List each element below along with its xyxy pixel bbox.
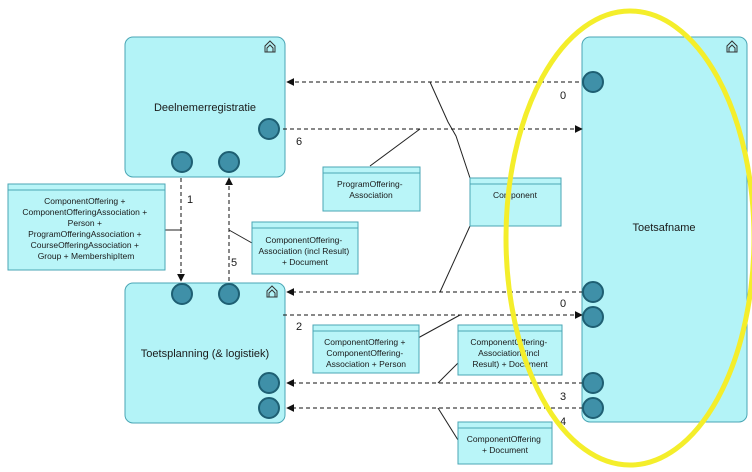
svg-text:ProgramOffering- Associa: ProgramOffering- Association xyxy=(337,179,405,200)
note-line: Association xyxy=(349,190,393,200)
interface-port xyxy=(258,118,280,140)
flow-numbers: 0 6 1 5 0 2 3 4 xyxy=(187,90,566,428)
note-left-list[interactable]: ComponentOffering + ComponentOfferingAss… xyxy=(7,183,166,271)
flow-number: 4 xyxy=(560,416,566,428)
svg-text:ComponentOffering- Assoc: ComponentOffering- Association (incl Res… xyxy=(470,337,549,369)
highlight-ellipse xyxy=(503,8,752,468)
interface-port xyxy=(171,283,193,305)
interface-port xyxy=(218,151,240,173)
svg-text:ComponentOffering- Assoc: ComponentOffering- Association (incl Res… xyxy=(258,235,351,267)
interface-port xyxy=(171,151,193,173)
interface-port xyxy=(582,71,604,93)
note-line: + Document xyxy=(482,445,529,455)
note-line: ProgramOfferingAssociation + xyxy=(28,229,142,239)
note-line: Result) + Document xyxy=(472,359,548,369)
interface-port xyxy=(582,397,604,419)
note-line: ProgramOffering- xyxy=(337,179,403,189)
flow-number: 3 xyxy=(560,391,566,403)
interface-port xyxy=(582,306,604,328)
note-line: ComponentOffering xyxy=(467,434,541,444)
note-line: ComponentOffering- xyxy=(265,235,342,245)
flow-number: 1 xyxy=(187,194,193,206)
note-component[interactable]: Component xyxy=(469,177,562,227)
interface-port xyxy=(258,372,280,394)
note-offering-result[interactable]: ComponentOffering- Association (incl Res… xyxy=(251,221,359,275)
interface-port xyxy=(582,281,604,303)
component-icon xyxy=(264,40,276,53)
svg-text:ComponentOffering + Comp: ComponentOffering + ComponentOfferingAss… xyxy=(22,196,149,261)
flow-number: 6 xyxy=(296,136,302,148)
component-icon xyxy=(726,40,738,53)
svg-text:ComponentOffering + Comp: ComponentOffering + ComponentOffering- A… xyxy=(324,337,408,369)
note-line: ComponentOffering + xyxy=(324,337,405,347)
note-program-offering[interactable]: ProgramOffering- Association xyxy=(322,166,421,212)
interface-port xyxy=(582,372,604,394)
component-toetsplanning[interactable]: Toetsplanning (& logistiek) xyxy=(124,282,286,424)
note-line: Group + MembershipItem xyxy=(38,251,135,261)
flow-number: 0 xyxy=(560,298,566,310)
note-offering-person[interactable]: ComponentOffering + ComponentOffering- A… xyxy=(312,324,420,374)
interfaces xyxy=(171,71,604,419)
note-line: Association (incl Result) xyxy=(258,246,349,256)
note-line: Person + xyxy=(68,218,102,228)
component-toetsafname[interactable]: Toetsafname xyxy=(581,36,748,423)
note-connectors xyxy=(165,81,471,441)
svg-text:ComponentOffering + Docu: ComponentOffering + Document xyxy=(467,434,543,455)
note-line: Association (incl xyxy=(478,348,540,358)
component-deelnemerregistratie[interactable]: Deelnemerregistratie xyxy=(124,36,286,178)
note-line: + Document xyxy=(282,257,329,267)
note-offering-document[interactable]: ComponentOffering + Document xyxy=(457,421,553,465)
note-line: ComponentOffering- xyxy=(326,348,403,358)
interface-port xyxy=(258,397,280,419)
flow-number: 2 xyxy=(296,321,302,333)
note-line: Association + Person xyxy=(326,359,406,369)
flow-number: 0 xyxy=(560,90,566,102)
note-line: CourseOfferingAssociation + xyxy=(31,240,139,250)
note-line: ComponentOffering + xyxy=(44,196,125,206)
toetsplanning-label: Toetsplanning (& logistiek) xyxy=(141,348,269,360)
svg-text:Component: Component xyxy=(493,190,538,200)
flows xyxy=(177,78,590,412)
deelnemerregistratie-label: Deelnemerregistratie xyxy=(154,102,256,114)
note-line: ComponentOfferingAssociation + xyxy=(22,207,147,217)
note-line: ComponentOffering- xyxy=(470,337,547,347)
note-line: Component xyxy=(493,190,538,200)
flow-number: 5 xyxy=(231,257,237,269)
component-icon xyxy=(266,285,278,298)
note-offering-result-right[interactable]: ComponentOffering- Association (incl Res… xyxy=(457,324,563,376)
interface-port xyxy=(218,283,240,305)
toetsafname-label: Toetsafname xyxy=(633,222,696,234)
